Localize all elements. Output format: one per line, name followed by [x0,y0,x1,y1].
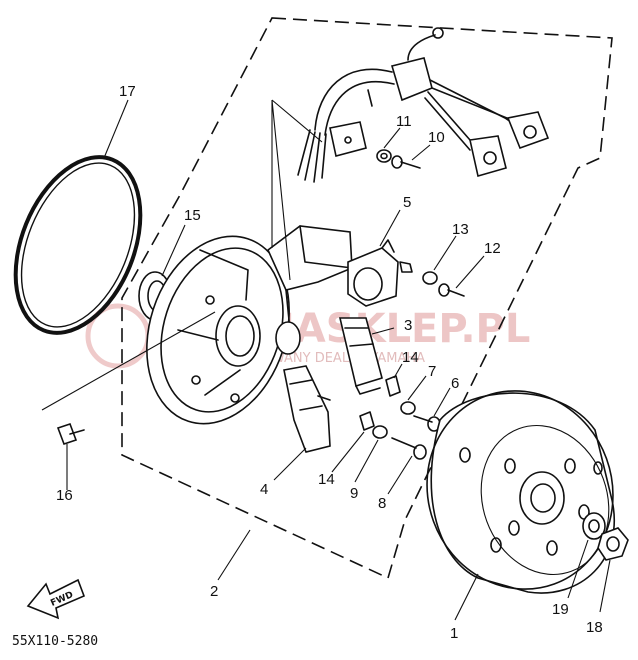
callout-4: 4 [260,481,268,498]
part-13-washer [422,271,438,285]
part-9-washer [372,425,388,439]
callout-10: 10 [428,129,445,146]
callout-15: 15 [184,207,201,224]
watermark-brand: MASKLEP.PL [255,306,530,352]
part-6-screw [413,415,441,432]
diagram-code: 55X110-5280 [12,634,98,649]
assembly-boundary [121,17,613,580]
leader-base-plate [41,311,216,411]
part-14-clip-lower [359,411,375,431]
part-3-charge-coil [338,317,383,395]
callout-14-upper: 14 [402,349,419,366]
callout-16: 16 [56,487,73,504]
part-1-flywheel-rotor [426,390,615,594]
part-19-washer [582,512,606,540]
callout-1: 1 [450,625,458,642]
callout-13: 13 [452,221,469,238]
callout-14-lower: 14 [318,471,335,488]
callout-11: 11 [396,113,412,130]
leader-harness [271,99,323,281]
callout-19: 19 [552,601,569,618]
callout-7: 7 [428,363,436,380]
part-17-o-ring [13,155,143,335]
part-11-washer [376,149,392,163]
wire-harness [297,27,550,183]
callout-numbers: 17 15 11 10 5 13 12 3 14 7 6 4 14 9 8 16… [56,83,603,642]
part-14-clip-upper [385,375,401,397]
part-12-screw [399,261,465,297]
callout-17: 17 [119,83,136,100]
callout-6: 6 [451,375,459,392]
part-4-source-coil [283,365,331,453]
callout-18: 18 [586,619,603,636]
callout-leaders [66,99,611,621]
callout-9: 9 [350,485,358,502]
callout-12: 12 [484,240,501,257]
part-5-pulser-coil [347,239,399,307]
part-7-washer [400,401,416,415]
callout-3: 3 [404,317,412,334]
callout-5: 5 [403,194,411,211]
fwd-arrow-icon: FWD [26,578,86,620]
part-16-screw [56,422,85,446]
callout-8: 8 [378,495,386,512]
part-10-screw [391,155,421,169]
part-clamp [329,121,367,157]
part-8-screw [391,437,427,460]
callout-2: 2 [210,583,218,600]
part-18-nut [597,527,629,561]
